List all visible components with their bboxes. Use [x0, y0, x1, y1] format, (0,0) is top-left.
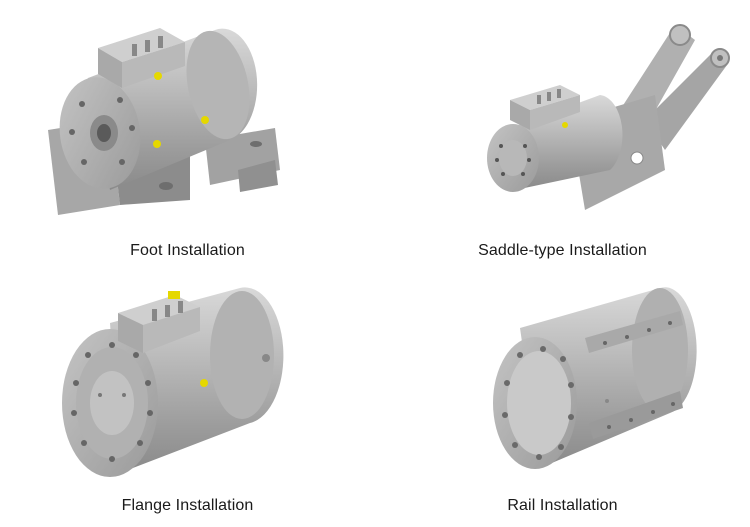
product-foot: Foot Installation: [0, 0, 375, 263]
product-flange: Flange Installation: [0, 263, 375, 526]
rail-installation-image: [493, 287, 697, 469]
product-saddle: Saddle-type Installation: [375, 0, 750, 263]
caption-flange-installation: Flange Installation: [121, 497, 254, 514]
flange-installation-image: [62, 287, 284, 477]
caption-foot-installation: Foot Installation: [130, 242, 245, 259]
product-rail: Rail Installation: [375, 263, 750, 526]
caption-rail-installation: Rail Installation: [507, 497, 618, 514]
foot-installation-image: [48, 28, 280, 215]
caption-saddle-type-installation: Saddle-type Installation: [478, 242, 647, 259]
saddle-type-installation-image: [487, 24, 730, 210]
